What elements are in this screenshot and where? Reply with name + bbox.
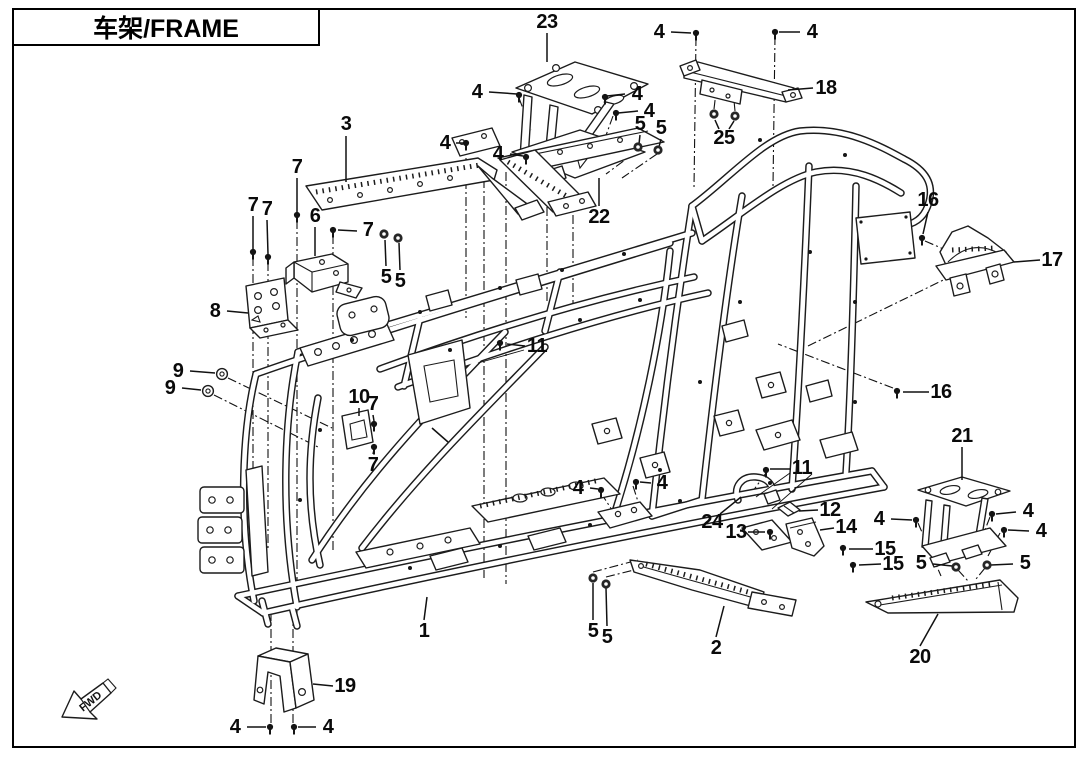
part-2-support-arm bbox=[629, 519, 797, 617]
fwd-arrow: FWD bbox=[61, 678, 117, 720]
part-6-hat-bracket bbox=[285, 253, 363, 299]
part-12-spacer bbox=[777, 501, 801, 517]
page-border bbox=[12, 8, 1076, 748]
part-3-serrated-rail bbox=[305, 157, 545, 221]
part-10-plate bbox=[341, 409, 374, 450]
part-20-support-arm bbox=[865, 579, 1019, 614]
part-14-bracket bbox=[785, 517, 825, 557]
part-17-support-saddle bbox=[935, 225, 1015, 297]
part-21-rear-carrier-bracket bbox=[917, 476, 1011, 568]
part-18-top-bracket bbox=[679, 59, 803, 105]
title-box: 车架/FRAME bbox=[12, 8, 320, 46]
part-22-crossmember bbox=[451, 127, 665, 217]
frame-brackets bbox=[197, 138, 916, 577]
part-8-l-bracket bbox=[245, 277, 299, 339]
page-title: 车架/FRAME bbox=[93, 15, 239, 43]
part-19-u-bracket bbox=[253, 647, 315, 713]
part-24-hook bbox=[763, 489, 781, 505]
